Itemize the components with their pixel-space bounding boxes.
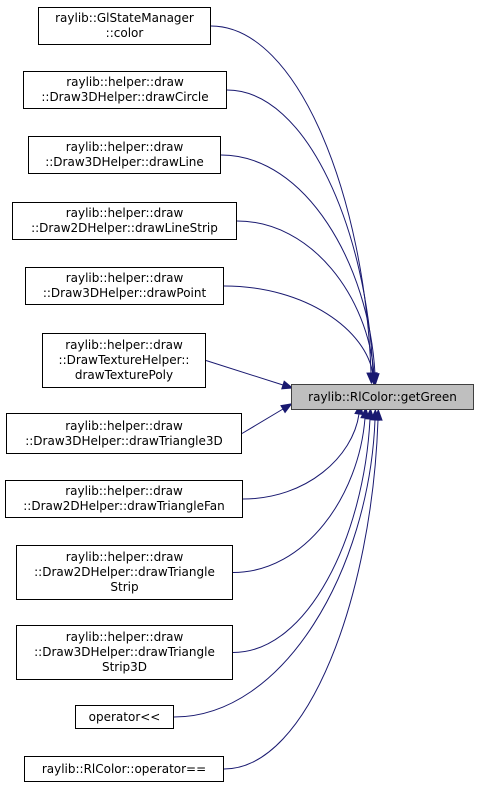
node-label-line: raylib::helper::draw xyxy=(65,338,183,352)
node-label-line: raylib::GlStateManager xyxy=(55,11,194,25)
node-label-line: operator<< xyxy=(88,709,161,724)
node-label-line: ::Draw2DHelper::drawTriangle xyxy=(34,565,215,579)
node-label-line: drawTexturePoly xyxy=(74,368,174,382)
node-label-line: ::Draw2DHelper::drawLineStrip xyxy=(31,221,218,235)
node-draw3d-drawpoint[interactable]: raylib::helper::draw::Draw3DHelper::draw… xyxy=(25,267,224,305)
edge-drawtexture-drawtexturepoly xyxy=(205,360,284,386)
edge-operator-shift xyxy=(173,419,376,718)
edge-draw3d-drawtrianglestrip3d xyxy=(232,418,371,653)
edge-draw2d-drawtrianglestrip xyxy=(232,417,366,573)
edge-draw2d-drawlinestrip xyxy=(236,220,375,375)
node-label-line: raylib::helper::draw xyxy=(65,550,184,564)
node-glstatemanager-color[interactable]: raylib::GlStateManager::color xyxy=(38,7,211,45)
node-label-line: ::Draw3DHelper::drawTriangle xyxy=(34,645,215,659)
arrowhead-rlcolor-operator-eq xyxy=(373,408,383,421)
node-draw3d-drawcircle[interactable]: raylib::helper::draw::Draw3DHelper::draw… xyxy=(23,71,227,109)
node-drawtexture-drawtexturepoly[interactable]: raylib::helper::draw::DrawTextureHelper:… xyxy=(42,333,206,388)
edge-draw3d-drawcircle xyxy=(226,89,374,374)
node-label-line: raylib::RlColor::getGreen xyxy=(308,389,457,404)
node-label-line: raylib::helper::draw xyxy=(65,140,184,154)
node-label-line: ::Draw3DHelper::drawPoint xyxy=(42,286,207,300)
node-draw3d-drawline[interactable]: raylib::helper::draw::Draw3DHelper::draw… xyxy=(28,136,221,174)
node-label-line: raylib::helper::draw xyxy=(66,75,184,89)
edge-rlcolor-operator-eq xyxy=(223,419,379,770)
node-draw2d-drawlinestrip[interactable]: raylib::helper::draw::Draw2DHelper::draw… xyxy=(12,202,237,240)
node-label-line: raylib::helper::draw xyxy=(65,418,183,433)
node-draw2d-drawtrianglefan[interactable]: raylib::helper::draw::Draw2DHelper::draw… xyxy=(5,480,243,518)
arrowhead-draw3d-drawtriangle3d xyxy=(280,403,293,414)
node-label-line: ::Draw3DHelper::drawTriangle3D xyxy=(25,433,223,448)
arrowhead-draw3d-drawpoint xyxy=(368,373,378,387)
node-label-line: raylib::helper::draw xyxy=(65,630,184,644)
node-label-line: raylib::helper::draw xyxy=(65,484,183,498)
arrowhead-drawtexture-drawtexturepoly xyxy=(281,380,294,390)
node-label-line: ::color xyxy=(105,26,144,40)
node-label-line: raylib::RlColor::operator== xyxy=(41,761,207,776)
edge-draw3d-drawline xyxy=(220,154,376,375)
node-label-line: Strip3D xyxy=(101,660,148,674)
edge-glstatemanager-color xyxy=(210,25,372,374)
edge-draw3d-drawpoint xyxy=(223,285,374,376)
node-label-line: ::Draw2DHelper::drawTriangleFan xyxy=(23,499,225,513)
node-getgreen: raylib::RlColor::getGreen xyxy=(291,384,474,410)
edge-draw3d-drawtriangle3d xyxy=(241,408,284,434)
edge-draw2d-drawtrianglefan xyxy=(242,413,360,500)
node-label-line: raylib::helper::draw xyxy=(65,271,184,285)
node-draw3d-drawtrianglestrip3d[interactable]: raylib::helper::draw::Draw3DHelper::draw… xyxy=(16,625,233,680)
node-label-line: ::DrawTextureHelper:: xyxy=(58,353,190,367)
node-draw2d-drawtrianglestrip[interactable]: raylib::helper::draw::Draw2DHelper::draw… xyxy=(16,545,233,600)
node-draw3d-drawtriangle3d[interactable]: raylib::helper::draw::Draw3DHelper::draw… xyxy=(6,413,242,454)
node-label-line: Strip xyxy=(110,580,139,594)
node-rlcolor-operator-eq[interactable]: raylib::RlColor::operator== xyxy=(24,756,224,782)
node-label-line: ::Draw3DHelper::drawLine xyxy=(45,155,204,169)
node-operator-shift[interactable]: operator<< xyxy=(75,705,174,729)
node-label-line: ::Draw3DHelper::drawCircle xyxy=(41,90,209,104)
node-label-line: raylib::helper::draw xyxy=(65,206,184,220)
